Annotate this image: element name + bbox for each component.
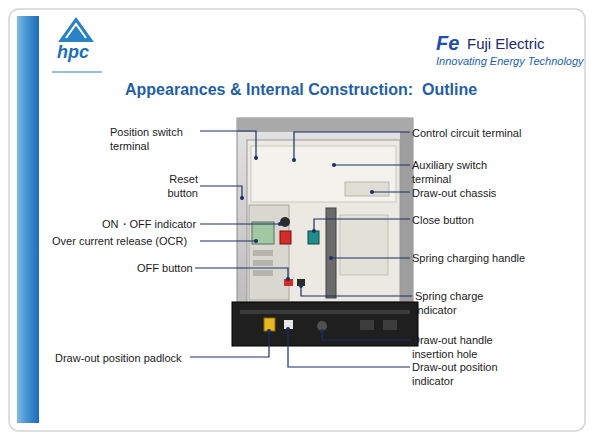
side-bar [17,16,39,423]
logo-text: hpc [57,42,89,63]
part-label: ON・OFF indicator [102,217,196,231]
slide-frame [9,9,585,431]
leader-lines [190,131,412,367]
logo-box [46,14,108,76]
part-label: Position switch terminal [110,125,205,153]
part-label: Spring charge indicator [415,289,505,317]
part-label: Over current release (OCR) [52,234,187,248]
part-label: Spring charging handle [412,251,525,265]
part-label: Close button [412,213,474,227]
leader-dots [240,156,374,333]
breaker-illustration [232,118,418,346]
logo-mark-text: Fe [436,32,459,55]
brand-slogan: Innovating Energy Technology [436,54,584,68]
part-label: Control circuit terminal [412,126,521,140]
part-label: OFF button [137,261,193,275]
part-label: Draw-out position padlock [55,351,182,365]
logo-mark [66,24,86,38]
part-label: Auxiliary switch terminal [412,158,512,186]
slide-title: Appearances & Internal Construction: Out… [125,80,477,99]
logo-triangle [58,17,94,42]
part-label: Draw-out position indicator [412,360,522,388]
part-label: Reset button [138,172,198,200]
brand-name: Fuji Electric [467,35,545,53]
part-label: Draw-out handle insertion hole [412,333,522,361]
part-label: Draw-out chassis [412,186,496,200]
logo-rule [52,72,102,73]
